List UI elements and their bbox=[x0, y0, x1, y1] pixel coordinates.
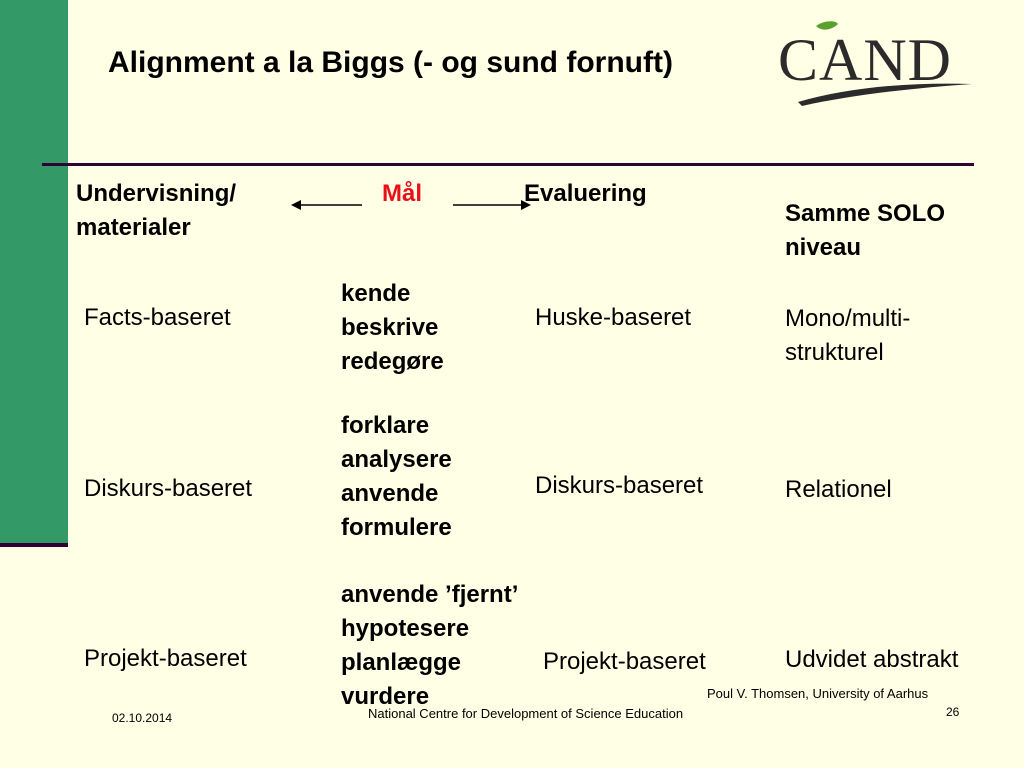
footer-author: Poul V. Thomsen, University of Aarhus bbox=[707, 686, 929, 701]
row2-solo: Relationel bbox=[785, 476, 892, 503]
slide-number: 26 bbox=[946, 705, 960, 719]
logo-swoosh bbox=[798, 83, 972, 106]
row2-goal-verbs: forklare analysere anvende formulere bbox=[341, 409, 452, 545]
header-evaluation: Evaluering bbox=[524, 180, 647, 207]
header-solo: Samme SOLO niveau bbox=[785, 200, 946, 261]
goal-verb: beskrive bbox=[341, 314, 439, 341]
row3-solo: Udvidet abstrakt bbox=[785, 646, 959, 673]
row2-evaluation: Diskurs-baseret bbox=[535, 472, 704, 499]
header-rule bbox=[42, 163, 974, 166]
goal-verb: anvende bbox=[341, 480, 439, 507]
goal-verb: anvende ’fjernt’ bbox=[341, 581, 519, 608]
goal-verb: vurdere bbox=[341, 683, 430, 710]
goal-verb: forklare bbox=[341, 412, 430, 439]
goal-verb: kende bbox=[341, 280, 411, 307]
row1-evaluation: Huske-baseret bbox=[535, 304, 692, 331]
goal-verb: hypotesere bbox=[341, 615, 470, 642]
leaf-icon bbox=[816, 21, 838, 30]
row1-teaching: Facts-baseret bbox=[84, 304, 231, 331]
header-goal: Mål bbox=[382, 180, 423, 207]
goal-verb: analysere bbox=[341, 446, 452, 473]
arrow-right-icon bbox=[453, 200, 531, 210]
sidebar-accent-bar bbox=[0, 0, 68, 546]
slide-title: Alignment a la Biggs (- og sund fornuft) bbox=[108, 46, 673, 79]
row3-teaching: Projekt-baseret bbox=[84, 645, 247, 672]
row2-teaching: Diskurs-baseret bbox=[84, 475, 253, 502]
footer-center: National Centre for Development of Scien… bbox=[368, 706, 684, 721]
footer-date: 02.10.2014 bbox=[112, 711, 173, 725]
row1-goal-verbs: kende beskrive redegøre bbox=[341, 277, 444, 379]
goal-verb: planlægge bbox=[341, 649, 462, 676]
header-teaching: Undervisning/ materialer bbox=[76, 180, 237, 241]
goal-verb: formulere bbox=[341, 514, 452, 541]
row3-goal-verbs: anvende ’fjernt’ hypotesere planlægge vu… bbox=[341, 578, 518, 714]
row1-solo: Mono/multi- strukturel bbox=[785, 305, 911, 366]
logo-text: CAND bbox=[778, 27, 952, 93]
cand-logo: CAND bbox=[776, 18, 976, 108]
row3-evaluation: Projekt-baseret bbox=[543, 648, 706, 675]
arrow-left-icon bbox=[291, 200, 362, 210]
sidebar-divider bbox=[0, 543, 68, 547]
goal-verb: redegøre bbox=[341, 348, 444, 375]
